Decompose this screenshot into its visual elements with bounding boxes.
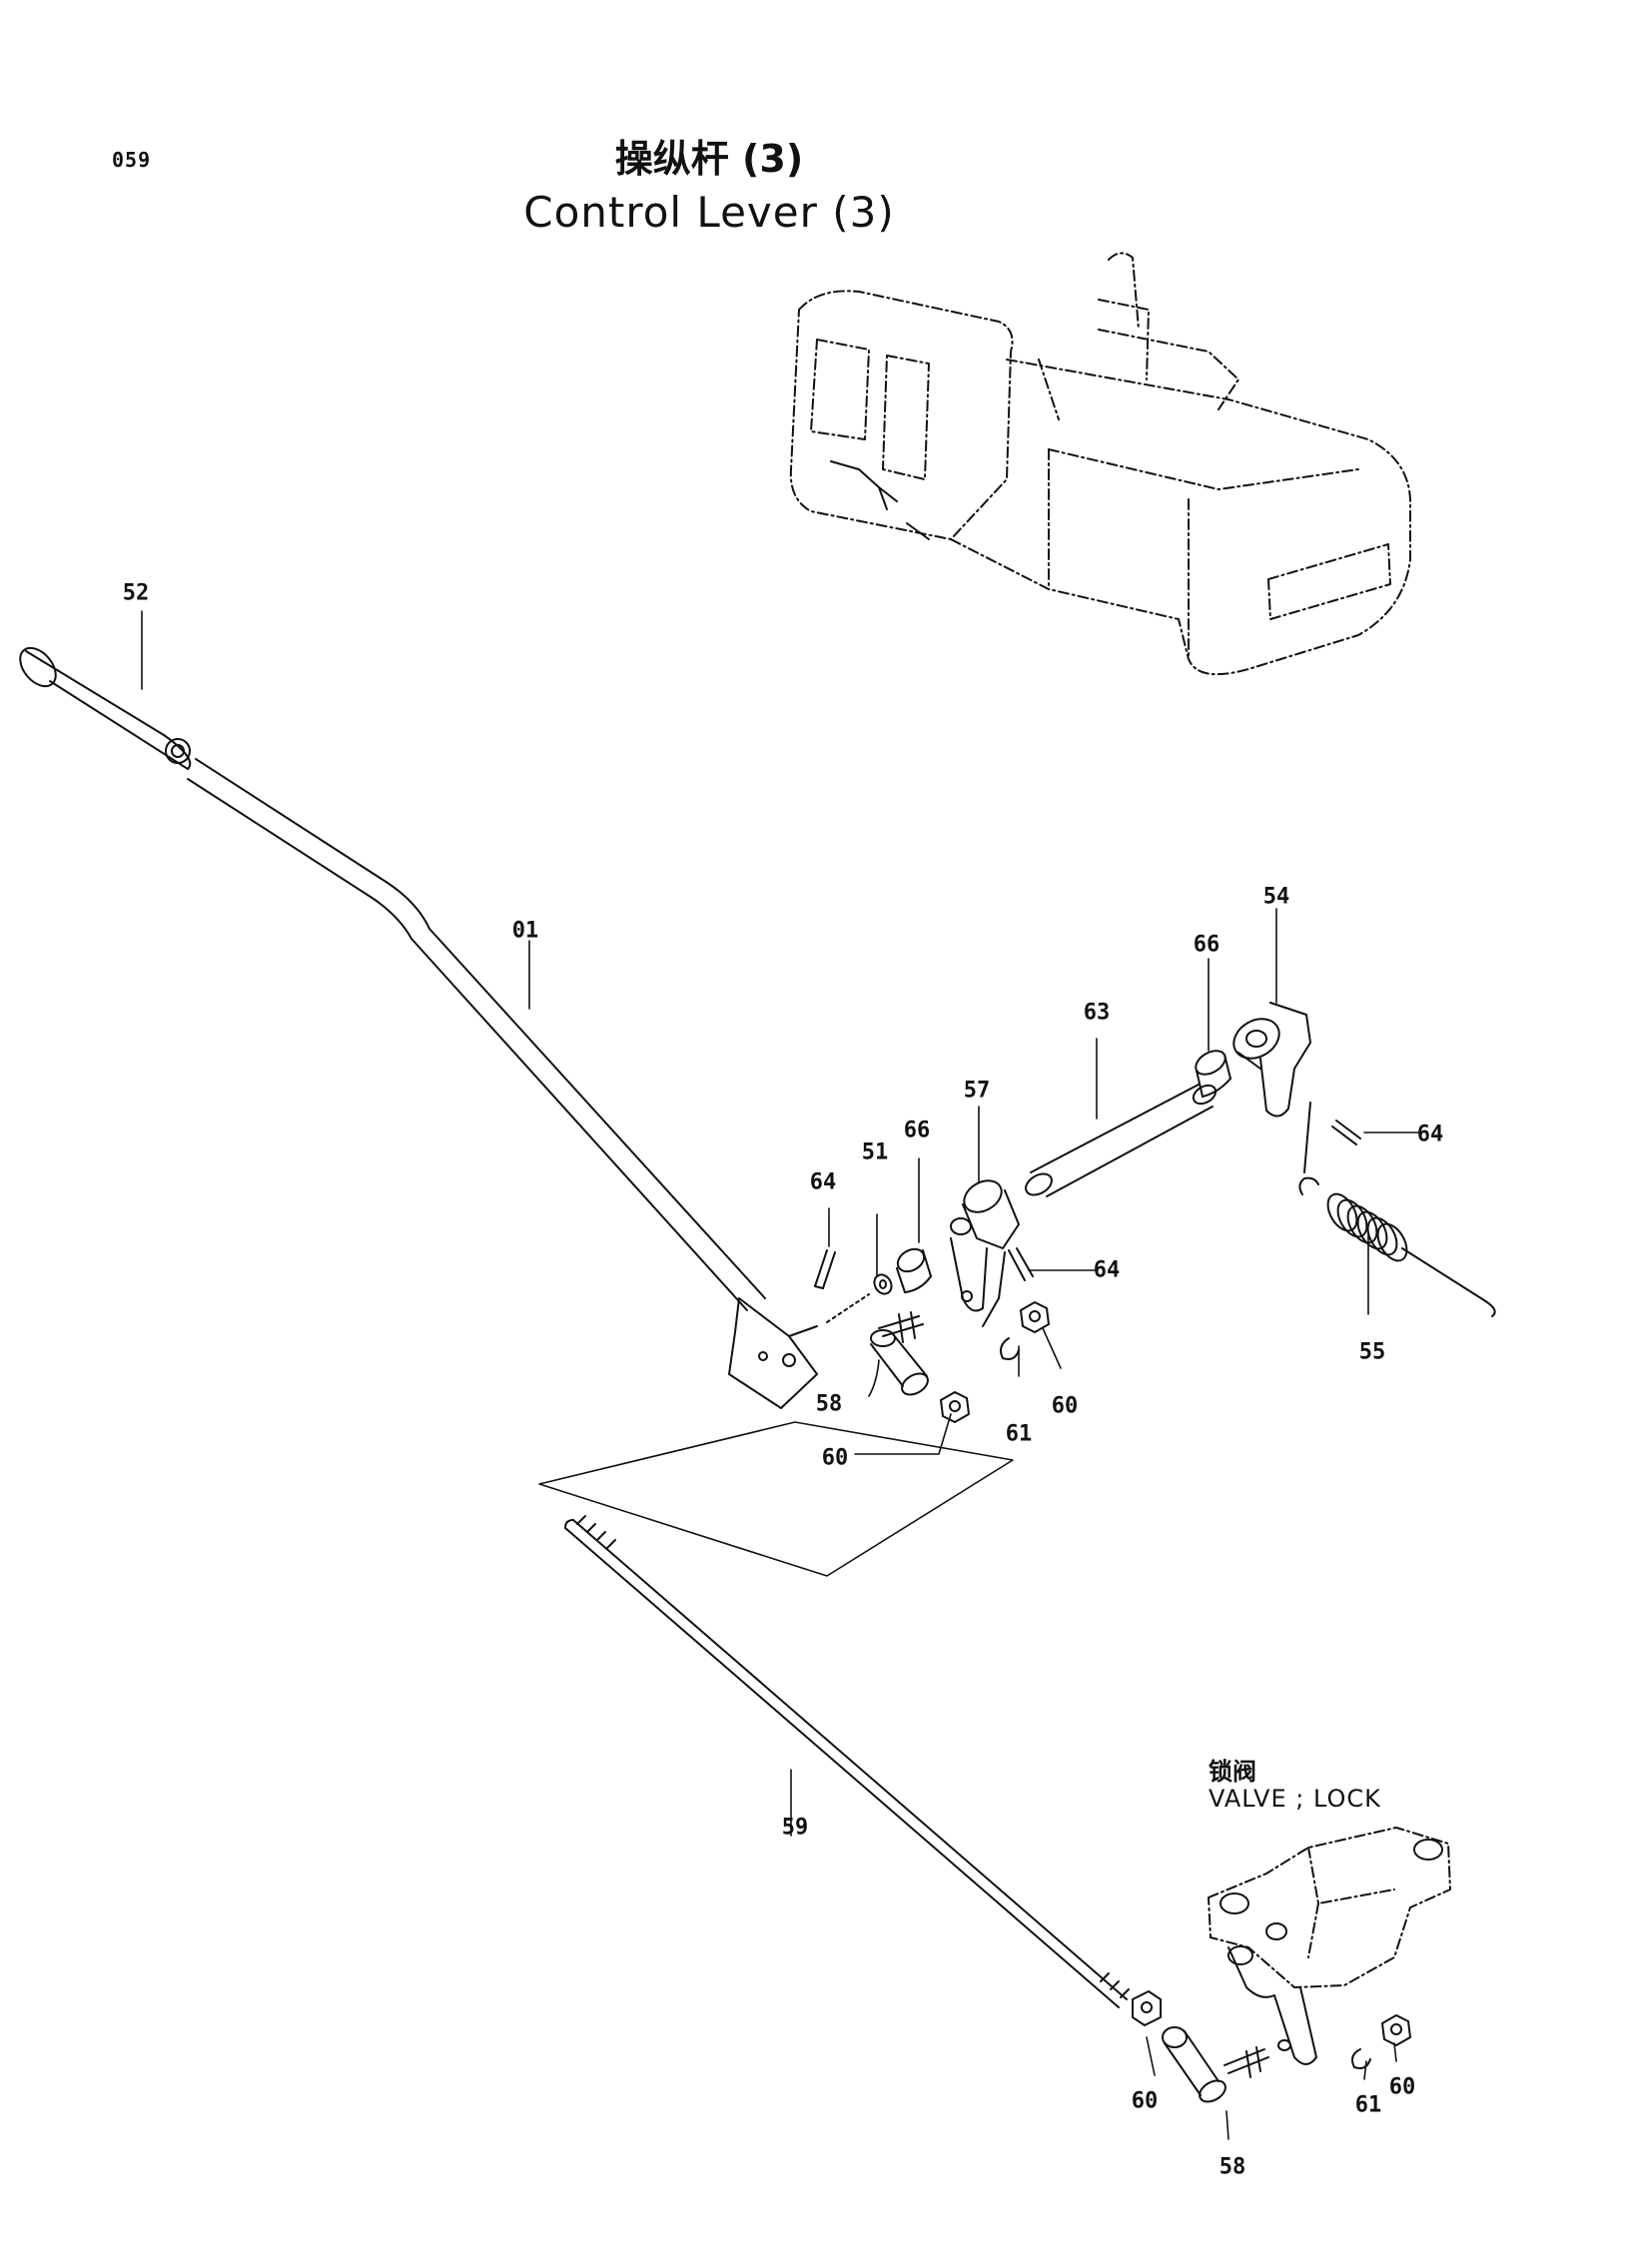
nut-60-upper-middle xyxy=(940,1391,970,1423)
lever-grip-52 xyxy=(19,646,192,770)
callout-60-upper-right: 60 xyxy=(1051,1393,1079,1419)
spring-pin-64-middle xyxy=(1008,1247,1034,1281)
callout-58-lower: 58 xyxy=(1219,2154,1246,2180)
callout-64-left: 64 xyxy=(809,1169,837,1195)
callout-55: 55 xyxy=(1358,1339,1386,1365)
callout-52: 52 xyxy=(122,580,150,606)
spring-55 xyxy=(1298,1102,1496,1317)
callout-01: 01 xyxy=(511,918,539,944)
callout-54: 54 xyxy=(1262,884,1290,910)
callout-61-lower: 61 xyxy=(1354,2092,1382,2118)
rod-end-58-lower xyxy=(1162,2026,1269,2103)
callout-60-lower-left: 60 xyxy=(1131,2088,1159,2114)
callout-66-left: 66 xyxy=(903,1118,931,1143)
lever-rod-01 xyxy=(187,758,818,1409)
callout-60-upper-middle: 60 xyxy=(821,1445,849,1471)
page-number: 059 xyxy=(112,148,152,172)
bushing-66-left xyxy=(896,1247,932,1293)
threaded-rod-59 xyxy=(564,1515,1130,2008)
bushing-66-right xyxy=(1195,1050,1231,1098)
callout-51: 51 xyxy=(861,1139,889,1165)
valve-label-english: VALVE ; LOCK xyxy=(1209,1785,1381,1813)
page-title-english: Control Lever (3) xyxy=(523,188,895,237)
callout-leader-lines xyxy=(141,610,1419,2140)
callout-61-upper: 61 xyxy=(1005,1421,1033,1447)
clip-61-upper xyxy=(1000,1337,1020,1360)
nut-60-lower-left xyxy=(1132,1990,1162,2026)
callout-57: 57 xyxy=(963,1078,991,1104)
lever-arm-54 xyxy=(1232,1002,1311,1118)
callout-60-lower-right: 60 xyxy=(1388,2074,1416,2100)
washer-51 xyxy=(826,1273,893,1323)
nut-60-lower-right xyxy=(1381,2014,1411,2046)
callout-66-right: 66 xyxy=(1193,932,1220,958)
rod-end-58-upper xyxy=(870,1311,929,1396)
page-title-chinese: 操纵杆 (3) xyxy=(614,137,804,181)
excavator-cab-lever-detail xyxy=(830,460,930,540)
callout-58-upper: 58 xyxy=(815,1391,843,1417)
callout-64-middle: 64 xyxy=(1093,1257,1121,1283)
valve-label-chinese: 锁阀 xyxy=(1209,1758,1256,1786)
spring-pin-64-left xyxy=(814,1249,836,1289)
spring-pin-64-right xyxy=(1331,1120,1361,1145)
lever-arm-57 xyxy=(950,1179,1020,1327)
callout-64-right: 64 xyxy=(1416,1122,1444,1147)
callout-63: 63 xyxy=(1083,1000,1111,1026)
clip-61-lower xyxy=(1351,2048,1371,2069)
nut-60-upper-right xyxy=(1020,1301,1050,1333)
shaft-63 xyxy=(1025,1084,1218,1197)
callout-59: 59 xyxy=(781,1815,809,1841)
lock-valve-illustration xyxy=(1208,1827,1451,2065)
excavator-overview-illustration xyxy=(789,252,1411,676)
connection-indicator-box xyxy=(538,1421,1014,1577)
